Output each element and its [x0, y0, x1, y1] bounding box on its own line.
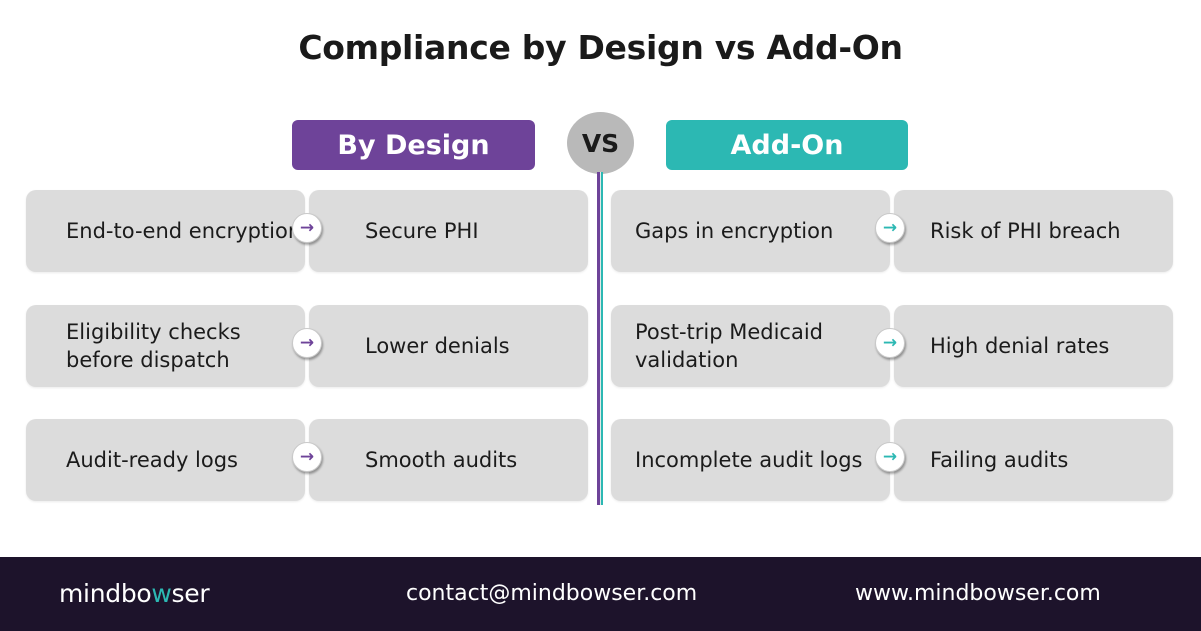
vs-badge: VS	[567, 112, 634, 174]
arrow-right-icon: →	[875, 442, 905, 472]
logo-text: ser	[171, 579, 210, 608]
logo-accent: w	[151, 579, 172, 608]
contact-email: contact@mindbowser.com	[406, 581, 698, 606]
effect-card: High denial rates	[894, 305, 1173, 387]
cause-card: Gaps in encryption	[611, 190, 890, 272]
add-on-row: Incomplete audit logs Failing audits →	[611, 419, 1173, 501]
effect-card: Smooth audits	[309, 419, 588, 501]
arrow-right-icon: →	[875, 213, 905, 243]
add-on-header: Add-On	[666, 120, 908, 170]
effect-card: Failing audits	[894, 419, 1173, 501]
website-url: www.mindbowser.com	[855, 581, 1101, 606]
arrow-right-icon: →	[875, 328, 905, 358]
cause-card: Eligibility checks before dispatch	[26, 305, 305, 387]
cause-card: End-to-end encryption	[26, 190, 305, 272]
center-divider	[597, 172, 603, 505]
add-on-row: Post-trip Medicaid validation High denia…	[611, 305, 1173, 387]
by-design-row: Audit-ready logs Smooth audits →	[26, 419, 588, 501]
by-design-row: Eligibility checks before dispatch Lower…	[26, 305, 588, 387]
arrow-right-icon: →	[292, 442, 322, 472]
cause-card: Audit-ready logs	[26, 419, 305, 501]
effect-card: Secure PHI	[309, 190, 588, 272]
arrow-right-icon: →	[292, 213, 322, 243]
by-design-header: By Design	[292, 120, 535, 170]
page-title: Compliance by Design vs Add-On	[298, 28, 903, 67]
effect-card: Risk of PHI breach	[894, 190, 1173, 272]
effect-card: Lower denials	[309, 305, 588, 387]
footer: mindbowser contact@mindbowser.com www.mi…	[0, 557, 1201, 631]
logo-text: mindbo	[59, 579, 152, 608]
arrow-right-icon: →	[292, 328, 322, 358]
cause-card: Post-trip Medicaid validation	[611, 305, 890, 387]
add-on-row: Gaps in encryption Risk of PHI breach →	[611, 190, 1173, 272]
cause-card: Incomplete audit logs	[611, 419, 890, 501]
brand-logo: mindbowser	[59, 579, 210, 608]
by-design-row: End-to-end encryption Secure PHI →	[26, 190, 588, 272]
